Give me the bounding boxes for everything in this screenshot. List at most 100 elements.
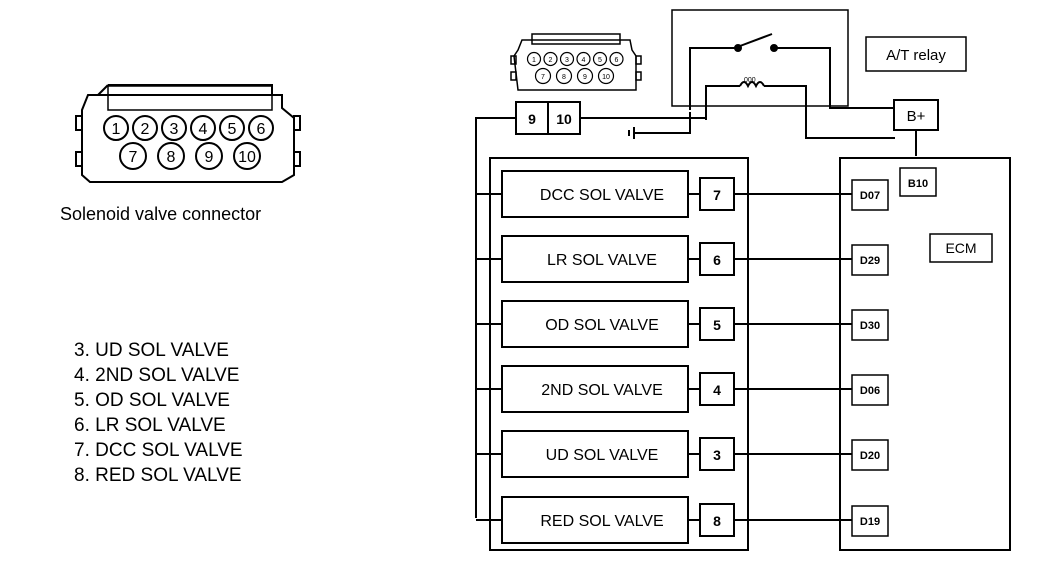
connector-drawing (75, 84, 301, 183)
small-connector-pin (576, 51, 591, 67)
small-connector-pin (592, 51, 608, 67)
ecm-terminal-label: D19 (860, 516, 880, 528)
small-connector-pin-number: 9 (583, 74, 587, 81)
connector-pin (219, 115, 245, 141)
connector-pin (195, 142, 223, 170)
legend: 3. UD SOL VALVE 4. 2ND SOL VALVE 5. OD SOL… (74, 340, 243, 486)
ecm-terminal-label: D20 (860, 450, 880, 462)
bplus-label: B+ (907, 108, 926, 125)
small-connector-pin-number: 8 (562, 74, 566, 81)
ecm-terminal-label: D29 (860, 255, 880, 267)
valve-name: UD SOL VALVE (546, 447, 659, 464)
ecm-terminal-box (851, 505, 889, 537)
valve-pin-box (699, 372, 735, 406)
valve-row: UD SOL VALVE 3 D20 (476, 430, 889, 478)
valve-box (501, 365, 689, 413)
connector-pin (119, 142, 147, 170)
legend-item: 4. 2ND SOL VALVE (74, 365, 239, 386)
valve-row: RED SOL VALVE 8 D19 (476, 496, 889, 544)
b10-box (899, 167, 937, 197)
valve-box (501, 430, 689, 478)
ecm-terminal-label: D06 (860, 385, 880, 397)
connector-pin-number: 7 (129, 149, 138, 166)
legend-item: 3. UD SOL VALVE (74, 340, 229, 361)
coil-label: 000 (744, 77, 756, 84)
valve-name: OD SOL VALVE (545, 317, 659, 334)
ecm-label: ECM (945, 240, 976, 256)
ecm-terminal-label: D07 (860, 190, 880, 202)
small-connector-pin (576, 67, 594, 85)
connector-pin-number: 9 (205, 149, 214, 166)
valve-name: LR SOL VALVE (547, 252, 657, 269)
valve-box (501, 496, 689, 544)
legend-item: 7. DCC SOL VALVE (74, 440, 243, 461)
connector-pin-number: 8 (167, 149, 176, 166)
ecm-terminal-box (851, 179, 889, 211)
legend-item: 6. LR SOL VALVE (74, 415, 226, 436)
connector-pin (248, 115, 274, 141)
connector-pin-number: 6 (257, 121, 266, 138)
ground-icon (628, 112, 691, 139)
ecm-box (839, 157, 1011, 551)
small-connector-pin-number: 2 (549, 57, 553, 64)
connector-pin-number: 3 (170, 121, 179, 138)
small-connector-pin (559, 51, 575, 67)
small-connector-pin-number: 1 (532, 57, 536, 64)
pin-9-label: 9 (528, 111, 536, 127)
connector-pin (233, 142, 261, 170)
ecm-terminal-box (851, 244, 889, 276)
valve-pin-box (699, 503, 735, 537)
small-connector-pin-number: 10 (602, 74, 610, 81)
legend-item: 8. RED SOL VALVE (74, 465, 242, 486)
ecm-terminal-label: D30 (860, 320, 880, 332)
valve-row: OD SOL VALVE 5 D30 (476, 300, 889, 348)
ecm-terminal-box (851, 309, 889, 341)
common-bus-wire (475, 117, 516, 518)
small-connector-pin-number: 5 (598, 57, 602, 64)
small-connector-pin (597, 67, 615, 85)
pin-10-box (547, 101, 581, 135)
ecm-terminal-box (851, 374, 889, 406)
ecm-terminal-box (851, 439, 889, 471)
small-connector-drawing (510, 33, 642, 91)
connector-pin (161, 115, 187, 141)
small-connector-pin-number: 3 (565, 57, 569, 64)
connector-pin-number: 1 (112, 121, 121, 138)
valve-pin-number: 8 (713, 513, 721, 529)
ecm-label-box (929, 233, 993, 263)
valve-name: DCC SOL VALVE (540, 187, 664, 204)
valve-pin-box (699, 437, 735, 471)
valve-pin-number: 5 (713, 317, 721, 333)
relay-label-box (865, 36, 967, 72)
connector-pin-number: 10 (238, 149, 256, 166)
relay-label: A/T relay (886, 47, 946, 64)
valve-body-box (489, 157, 749, 551)
connector-pin (132, 115, 158, 141)
connector-pin-number: 4 (199, 121, 208, 138)
connector-pin (157, 142, 185, 170)
valve-pin-box (699, 242, 735, 276)
valve-box (501, 235, 689, 283)
small-connector-pin (555, 67, 573, 85)
small-connector-pin-number: 4 (582, 57, 586, 64)
small-connector-pin (526, 51, 542, 67)
connector-caption: Solenoid valve connector (60, 204, 261, 224)
pin-10-label: 10 (556, 111, 572, 127)
small-connector-pin (609, 51, 624, 67)
valve-pin-number: 4 (713, 382, 721, 398)
valve-name: RED SOL VALVE (540, 513, 663, 530)
legend-item: 5. OD SOL VALVE (74, 390, 230, 411)
supply-wire (580, 117, 707, 120)
b10-label: B10 (908, 178, 928, 190)
valve-box (501, 300, 689, 348)
valve-pin-number: 3 (713, 447, 721, 463)
bplus-box (893, 99, 939, 131)
connector-pin (190, 115, 216, 141)
connector-pin-number: 2 (141, 121, 150, 138)
